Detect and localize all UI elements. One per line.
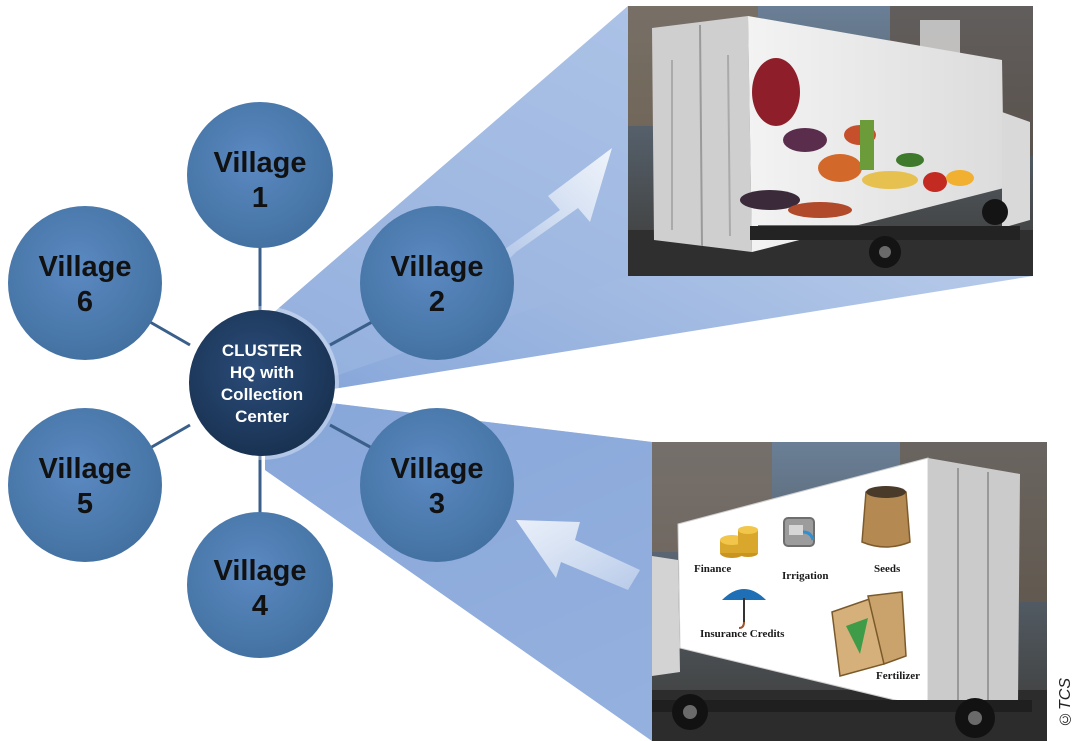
- village-4: Village 4: [187, 512, 333, 658]
- village-2-number: 2: [429, 286, 445, 318]
- village-1-number: 1: [252, 182, 268, 214]
- village-5-label: Village: [39, 453, 132, 485]
- hub-line-2: HQ with: [230, 363, 294, 382]
- village-6-number: 6: [77, 286, 93, 318]
- supply-truck-photo: Finance Irrigation Seeds Insurance Credi…: [652, 442, 1047, 741]
- connector-village-3: [329, 423, 373, 450]
- truck-with-vegetables-photo: [628, 6, 1033, 276]
- hub-line-3: Collection: [221, 385, 303, 404]
- connectors: [149, 245, 373, 513]
- truck-item-seeds: Seeds: [874, 563, 901, 575]
- village-4-label: Village: [214, 555, 307, 587]
- village-6: Village 6: [8, 206, 162, 360]
- cluster-hq-hub: CLUSTER HQ with Collection Center: [185, 306, 339, 460]
- village-5: Village 5: [8, 408, 162, 562]
- coins-icon: [720, 526, 758, 558]
- village-3-label: Village: [391, 453, 484, 485]
- copyright-text: ©TCS: [1057, 678, 1074, 727]
- truck-item-insurance-credits: Insurance Credits: [700, 628, 785, 640]
- connector-village-5: [149, 423, 191, 450]
- truck-item-irrigation: Irrigation: [782, 570, 828, 582]
- village-1-label: Village: [214, 147, 307, 179]
- seed-sack-icon: [861, 486, 911, 548]
- umbrella-icon: [722, 589, 766, 629]
- village-3: Village 3: [360, 408, 514, 562]
- inbound-arrow: [516, 520, 640, 590]
- village-2: Village 2: [360, 206, 514, 360]
- truck-item-finance: Finance: [694, 563, 731, 575]
- hub-line-1: CLUSTER: [222, 341, 302, 360]
- fertilizer-bag-icon: [831, 591, 907, 677]
- village-1: Village 1: [187, 102, 333, 248]
- connector-village-2: [329, 320, 373, 347]
- village-3-number: 3: [429, 488, 445, 520]
- village-6-label: Village: [39, 251, 132, 283]
- hub-line-4: Center: [235, 407, 289, 426]
- outbound-arrow: [498, 148, 612, 262]
- village-2-label: Village: [391, 251, 484, 283]
- connector-village-6: [149, 320, 191, 347]
- village-5-number: 5: [77, 488, 93, 520]
- truck-item-fertilizer: Fertilizer: [876, 670, 920, 682]
- water-tap-icon: [783, 517, 815, 547]
- village-4-number: 4: [252, 590, 268, 622]
